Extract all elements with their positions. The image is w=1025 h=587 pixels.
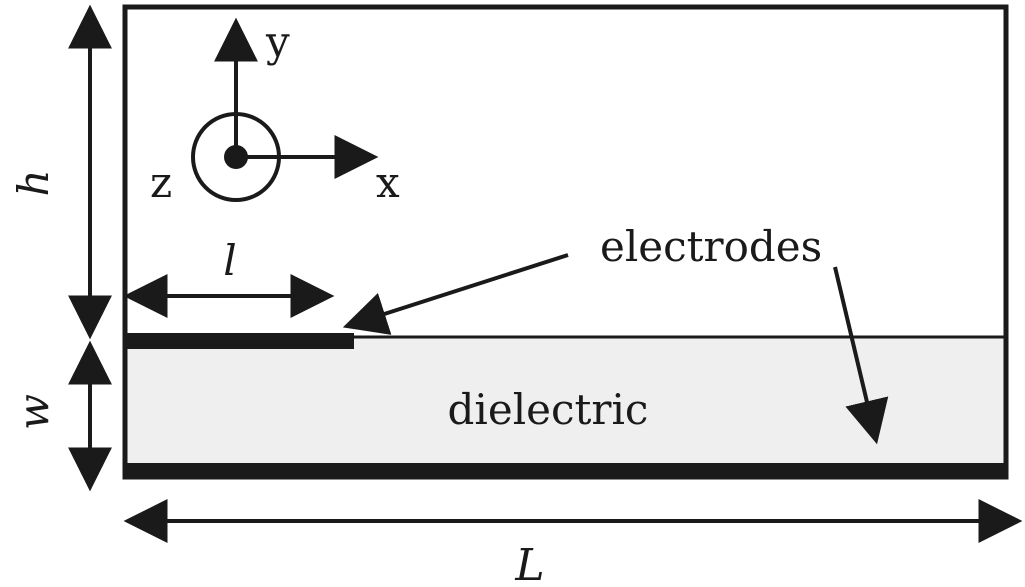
top-electrode [125,333,354,349]
electrodes-label: electrodes [600,222,822,271]
electrodes-pointer-left [342,253,569,335]
z-axis-dot [224,145,248,169]
width-label: w [9,394,58,430]
coordinate-axes [191,17,379,202]
z-axis-label: z [150,158,172,207]
height-label: h [9,169,58,196]
total-length-label: L [514,540,544,587]
y-axis-label: y [265,17,290,66]
z-axis-circle [191,112,281,202]
electrodes-pointer-right [833,266,889,445]
x-axis-label: x [376,158,400,207]
electrode-length-label: l [223,236,236,285]
dielectric-label: dielectric [448,385,649,434]
bottom-electrode [123,463,1008,479]
